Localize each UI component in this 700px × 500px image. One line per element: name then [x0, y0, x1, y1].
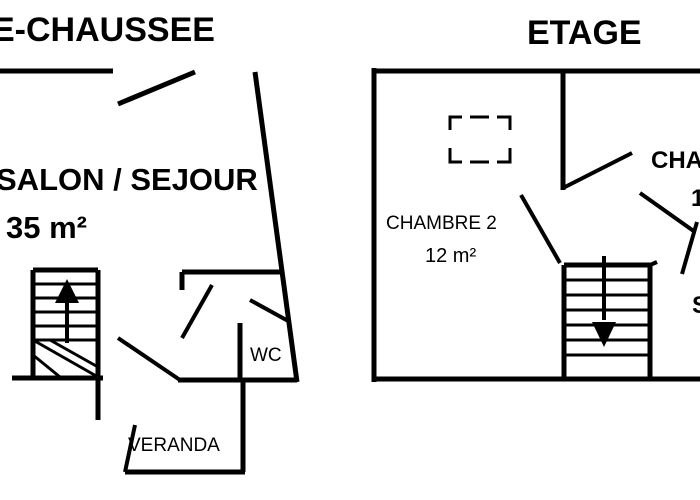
- salon-label: SALON / SEJOUR: [0, 162, 258, 197]
- ground-floor-plan: E-CHAUSSEE SALON / SEJOUR 35 m²: [0, 11, 300, 475]
- partial-s-label: S: [692, 292, 700, 319]
- door-swing-partial-1: [638, 191, 697, 234]
- skylight-outline: [448, 115, 512, 164]
- door-swing-chambre: [562, 151, 633, 190]
- top-wall-diagonal: [117, 69, 196, 107]
- door-swing-wc: [249, 298, 291, 324]
- chambre-partial-label: CHA: [651, 147, 700, 174]
- door-swing-partial-2: [680, 221, 699, 275]
- staircase-down: [561, 256, 658, 380]
- staircase-up: [12, 267, 103, 420]
- ground-floor-title: E-CHAUSSEE: [0, 11, 215, 49]
- chambre-partial-area: 1: [691, 185, 700, 212]
- wc-label: WC: [250, 345, 282, 366]
- chambre2-area: 12 m²: [425, 245, 476, 267]
- right-exterior-wall: [252, 71, 300, 383]
- door-swing-veranda: [123, 424, 137, 473]
- door-swing-chambre2: [519, 194, 562, 264]
- chambre2-label: CHAMBRE 2: [386, 213, 497, 234]
- upper-floor-plan: ETAGE CHAMBRE 2 12 m²: [371, 14, 700, 382]
- salon-area: 35 m²: [6, 210, 87, 245]
- door-swing-corridor: [180, 284, 214, 339]
- veranda-label: VERANDA: [128, 435, 220, 456]
- door-swing-salon: [116, 336, 182, 382]
- stair-arrow-down-icon: [592, 322, 616, 347]
- veranda-area: VERANDA: [123, 380, 246, 475]
- upper-floor-title: ETAGE: [527, 14, 642, 52]
- stair-arrow-up-icon: [55, 279, 79, 303]
- wc-area: WC: [179, 269, 291, 382]
